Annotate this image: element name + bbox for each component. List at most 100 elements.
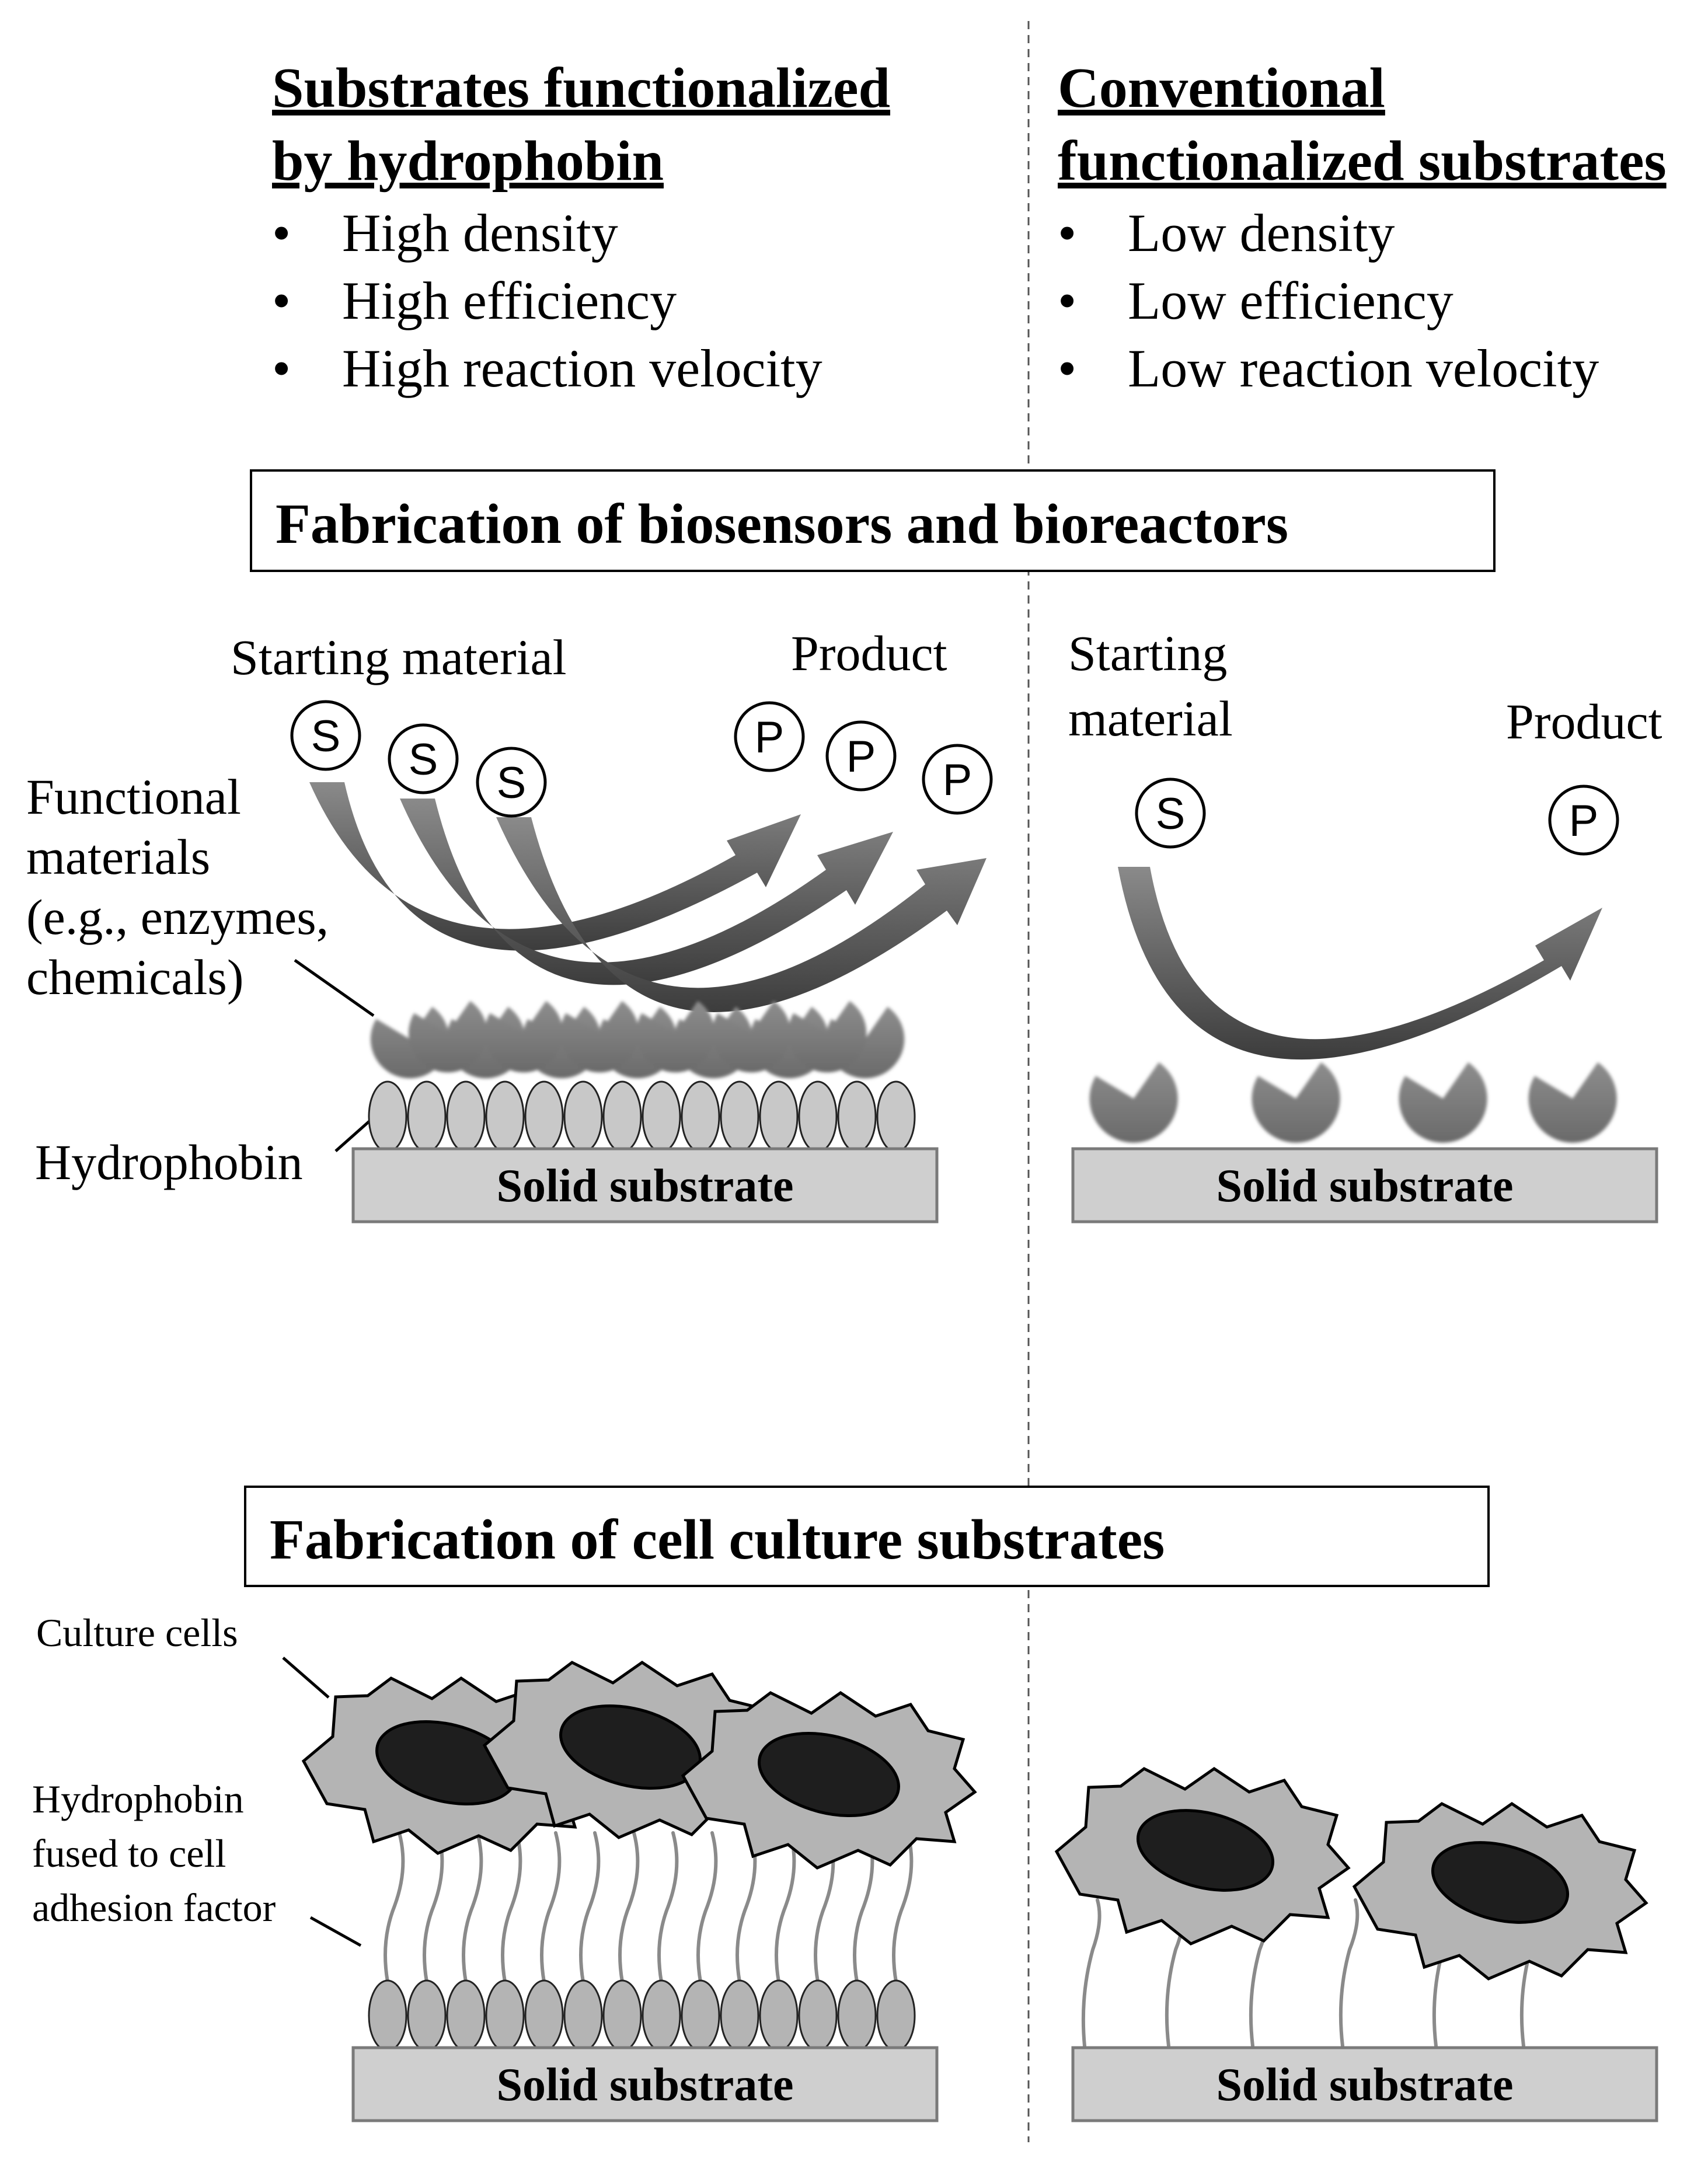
hydrophobin-oval [485,1979,525,2052]
adhesion-linker [462,1831,483,1983]
hydrophobin-oval [720,1080,759,1153]
cell-nucleus [1136,1809,1275,1892]
adhesion-linker [423,1831,444,1983]
reaction-arrow-3 [496,817,987,1012]
solid-substrate-right-1 [1071,1147,1658,1223]
left-bullet-2: High efficiency [342,271,677,330]
hydrophobin-layer-2 [368,1979,916,2052]
adhesion-linker [1338,1898,1360,2048]
left-bullet-dot-1: • [272,203,291,263]
s-circle-1 [290,700,361,771]
hydrophobin-oval [485,1080,525,1153]
section1-title: Fabrication of biosensors and bioreactor… [276,493,1288,556]
right-bullet-2: Low efficiency [1128,271,1453,330]
right-bullet-1: Low density [1128,203,1395,263]
right-bullet-dot-2: • [1058,271,1076,330]
p-circle-right [1548,785,1619,856]
reaction-arrow-2 [400,799,893,985]
left-bullet-dot-2: • [272,271,291,330]
hydrophobin-oval [407,1979,447,2052]
section2-title-box [244,1486,1490,1587]
hydrophobin-oval [368,1979,407,2052]
hydrophobin-oval [446,1080,486,1153]
right-heading-line2: functionalized substrates [1058,130,1667,193]
substrate-label-left-2: Solid substrate [497,2059,794,2111]
left-heading-line2: by hydrophobin [272,130,664,193]
hydrophobin-oval [642,1080,681,1153]
hydrophobin-oval [642,1979,681,2052]
hydrophobin-layer-1 [368,1080,916,1153]
enzyme-pacman [1399,1062,1487,1143]
substrate-label-right-2: Solid substrate [1216,2059,1514,2111]
adhesion-linkers-dense [384,1831,914,1983]
functional-materials-label-2: materials [26,829,210,885]
hydrophobin-oval [681,1979,720,2052]
s-symbol-right: S [1156,789,1186,839]
adhesion-linker [501,1831,522,1983]
hydrophobin-label: Hydrophobin [35,1134,303,1190]
reaction-arrow-right [1118,867,1602,1060]
functional-materials-label-4: chemicals) [26,949,243,1005]
s-symbol-1: S [311,712,341,761]
reaction-arrow-1 [309,782,801,951]
left-heading-line1: Substrates functionalized [272,57,890,120]
left-product-label: Product [791,625,947,681]
cell-nucleus [1431,1841,1570,1924]
enzyme-layer-sparse [1089,1062,1617,1143]
p-symbol-1: P [755,713,785,762]
hydrophobin-oval [602,1080,642,1153]
hydrophobin-oval [602,1979,642,2052]
hydrophobin-oval [563,1979,603,2052]
enzyme-layer-dense [370,1000,905,1079]
solid-substrate-left-1 [351,1147,939,1223]
hydrophobin-oval [798,1080,838,1153]
hydrophobin-oval [759,1979,799,2052]
adhesion-linker [384,1831,405,1983]
adhesion-linker [540,1831,562,1983]
adhesion-linker [579,1831,601,1983]
section1-title-box [250,469,1496,572]
section2-title: Fabrication of cell culture substrates [270,1508,1165,1571]
enzyme-pacman [1528,1062,1617,1143]
right-heading-line1: Conventional [1058,57,1385,120]
culture-cells-label: Culture cells [36,1610,238,1655]
s-circle-3 [476,747,547,818]
left-bullet-3: High reaction velocity [342,339,822,398]
hydrophobin-oval [368,1080,407,1153]
enzyme-pacman [1089,1062,1178,1143]
adhesion-linker [1081,1898,1102,2048]
hydrophobin-oval [798,1979,838,2052]
hydrophobin-oval [837,1080,877,1153]
hydrophobin-oval [524,1080,564,1153]
hydrophobin-oval [837,1979,877,2052]
p-circle-3 [922,744,993,815]
s-circle-right [1135,778,1206,849]
hydrophobin-oval [720,1979,759,2052]
adhesion-linker [696,1831,718,1983]
adhesion-linker [775,1831,796,1983]
s-symbol-2: S [409,735,438,785]
hydrophobin-oval [681,1080,720,1153]
substrate-label-left-1: Solid substrate [497,1160,794,1212]
right-bullet-dot-1: • [1058,203,1076,263]
left-reaction-arrows [309,782,987,1012]
p-circle-1 [734,701,805,772]
solid-substrate-left-2 [351,2046,939,2122]
fused-label-2: fused to cell [32,1831,226,1875]
right-starting-label-line2: material [1068,691,1233,747]
s-circle-2 [388,723,459,794]
fused-label-1: Hydrophobin [32,1777,244,1821]
hydrophobin-oval [524,1979,564,2052]
s-symbol-3: S [497,758,527,808]
culture-cell [681,1690,977,1870]
hydrophobin-oval [876,1979,916,2052]
p-symbol-2: P [846,732,876,782]
solid-substrate-right-2 [1071,2046,1658,2122]
hydrophobin-oval [407,1080,447,1153]
right-starting-label-line1: Starting [1068,625,1227,681]
functional-materials-leader [294,958,375,1017]
hydrophobin-oval [876,1080,916,1153]
functional-materials-label-1: Functional [26,769,241,825]
adhesion-linker [618,1831,640,1983]
